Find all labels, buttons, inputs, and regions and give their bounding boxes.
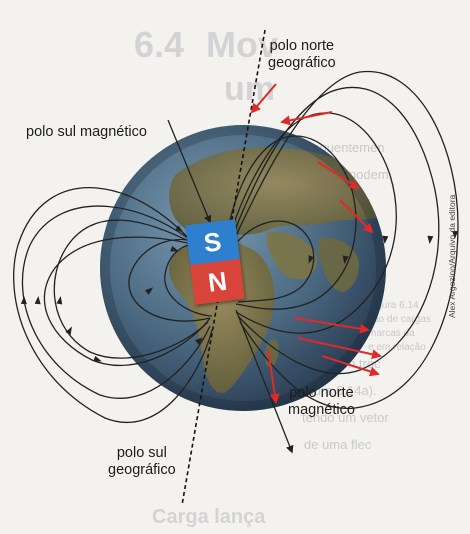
label-south-magnetic: polo sul magnético xyxy=(26,124,147,140)
bar-magnet: S N xyxy=(185,219,245,305)
field-arrowhead xyxy=(93,355,102,362)
red-vector-6 xyxy=(297,337,382,360)
label-north-magnetic: polo norte magnético xyxy=(288,385,355,418)
ghost-bottom-heading: Carga lança xyxy=(152,506,266,528)
field-line-right-3 xyxy=(225,135,357,310)
field-line-bottom-diag xyxy=(235,309,294,454)
ghost-heading-line2: um xyxy=(224,70,275,108)
field-arrowhead xyxy=(452,230,459,239)
field-arrowhead xyxy=(195,337,204,345)
label-north-geographic: polo norte geográfico xyxy=(268,38,336,71)
field-arrowhead xyxy=(34,296,41,305)
field-line-right-2 xyxy=(229,86,440,375)
field-line-left-4 xyxy=(13,187,213,424)
field-arrowhead xyxy=(308,255,315,264)
ghost-side-line: e em relação xyxy=(368,342,426,353)
label-south-geographic: polo sul geográfico xyxy=(108,445,176,478)
ghost-text-line: de uma flec xyxy=(304,437,372,452)
image-credit: Alex Argozino/Arquivo da editora xyxy=(447,194,457,318)
red-vector-7 xyxy=(321,355,380,377)
field-arrowhead xyxy=(170,245,179,252)
red-vector-1 xyxy=(250,83,277,114)
ghost-heading-number: 6.4 xyxy=(134,24,185,65)
field-arrowhead xyxy=(427,235,434,244)
field-line-left-3 xyxy=(21,205,211,399)
field-line-left-2 xyxy=(53,219,209,359)
ghost-side-line: ção de cargas xyxy=(368,314,431,325)
field-arrow-group xyxy=(20,225,459,362)
ghost-side-line: Figura 6.14 xyxy=(368,300,419,311)
red-vector-5 xyxy=(293,317,370,334)
field-arrowhead xyxy=(382,235,389,244)
field-line-right-5 xyxy=(233,220,315,303)
red-vector-3 xyxy=(317,161,360,190)
field-arrowhead xyxy=(342,255,349,264)
field-line-left-1 xyxy=(43,236,211,366)
ghost-text-line: tendo um vetor xyxy=(302,410,389,425)
field-arrowhead xyxy=(56,296,63,305)
field-arrowhead xyxy=(145,287,154,295)
field-line-top-diag xyxy=(167,119,212,224)
red-vector-4 xyxy=(339,199,374,234)
ghost-heading-line1: Mov xyxy=(206,24,278,65)
field-line-left-5 xyxy=(128,238,211,322)
field-arrowhead xyxy=(175,225,184,233)
magnet-south-pole: S xyxy=(185,219,240,266)
field-arrowhead xyxy=(65,326,72,335)
red-vector-8 xyxy=(267,349,280,404)
earth-land-india xyxy=(318,237,360,292)
earth-land-eurasia xyxy=(169,147,386,239)
earth-globe xyxy=(100,125,386,411)
field-line-right-4 xyxy=(231,70,459,410)
earth-land-arabia xyxy=(266,231,317,280)
ghost-side-line: marcas da xyxy=(368,328,415,339)
field-arrowhead xyxy=(20,296,27,305)
magnet-north-pole: N xyxy=(190,258,245,305)
field-line-right-1 xyxy=(227,112,397,334)
red-vector-2 xyxy=(280,111,333,126)
red-vector-group xyxy=(250,83,382,404)
